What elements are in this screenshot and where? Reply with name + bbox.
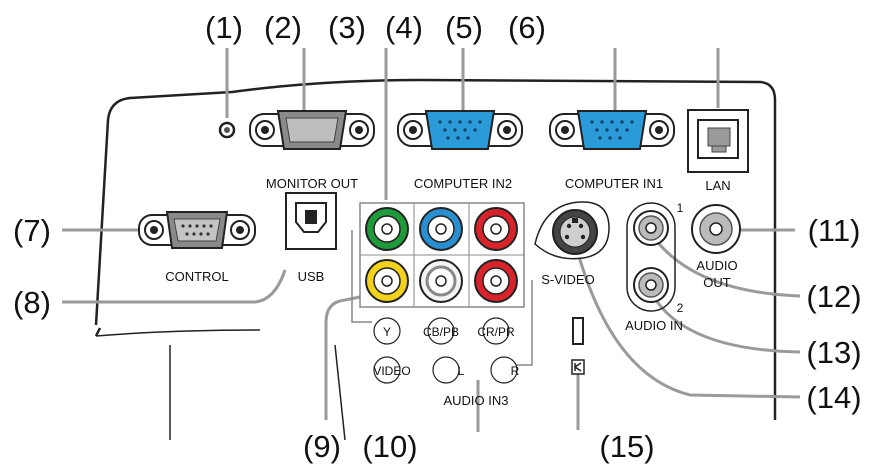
y-label: Y [383,325,391,339]
control-label: CONTROL [165,269,229,284]
audio-in3-label: AUDIO IN3 [443,393,508,408]
callout-labels: (1) (2) (3) (4) (5) (6) (7) (8) (9) (10)… [13,10,862,464]
callout-9: (9) [303,429,341,464]
video-label: VIDEO [373,364,410,378]
callout-1: (1) [205,10,243,45]
monitor-out-label: MONITOR OUT [266,176,358,191]
r-label: R [511,364,520,378]
cb-pb-label: CB/PB [423,325,459,339]
callout-8: (8) [13,285,51,320]
callout-10: (10) [362,429,417,464]
monitor-out-port [249,110,375,150]
component-labels: Y CB/PB CR/PR VIDEO L R AUDIO IN3 [373,317,520,408]
control-port [138,211,256,249]
callout-2: (2) [264,10,302,45]
callout-15: (15) [599,429,654,464]
audio-in-1-label: 1 [677,201,684,215]
callout-11: (11) [808,213,861,248]
rca-audio-l-jack [419,259,463,303]
lan-label: LAN [705,178,730,193]
callout-7: (7) [13,213,51,248]
callout-3: (3) [328,10,366,45]
s-video-label: S-VIDEO [541,272,594,287]
indicator-hole [218,121,236,139]
audio-in-label: AUDIO IN [625,318,683,333]
computer-in2-port [397,110,523,150]
audio-out-label-1: AUDIO [696,258,737,273]
rca-audio-r-jack [474,259,518,303]
audio-in-2-label: 2 [677,301,684,315]
audio-out-label-2: OUT [703,275,731,290]
component-block [351,202,533,366]
cr-pr-label: CR/PR [477,325,515,339]
rca-cb-pb-jack [419,207,463,251]
computer-in2-label: COMPUTER IN2 [414,176,512,191]
usb-port [285,192,337,250]
callout-14: (14) [806,380,861,415]
usb-label: USB [298,269,325,284]
rca-y-jack [365,207,409,251]
callout-13: (13) [806,335,861,370]
audio-in-group: 1 2 AUDIO IN [625,201,684,333]
computer-in1-port [549,110,675,150]
callout-6: (6) [508,10,546,45]
computer-in1-label: COMPUTER IN1 [565,176,663,191]
audio-in-1-jack [633,210,669,246]
rca-video-jack [365,259,409,303]
callout-4: (4) [385,10,423,45]
callout-5: (5) [445,10,483,45]
callout-12: (12) [806,279,861,314]
panel-body [94,78,777,441]
audio-out-jack [691,204,741,254]
leader-lines [62,48,801,432]
security-slot [571,317,585,375]
s-video-port [534,201,610,260]
audio-in-2-jack [633,267,669,303]
rca-cr-pr-jack [474,207,518,251]
lan-port [687,109,749,173]
l-label: L [458,364,465,378]
